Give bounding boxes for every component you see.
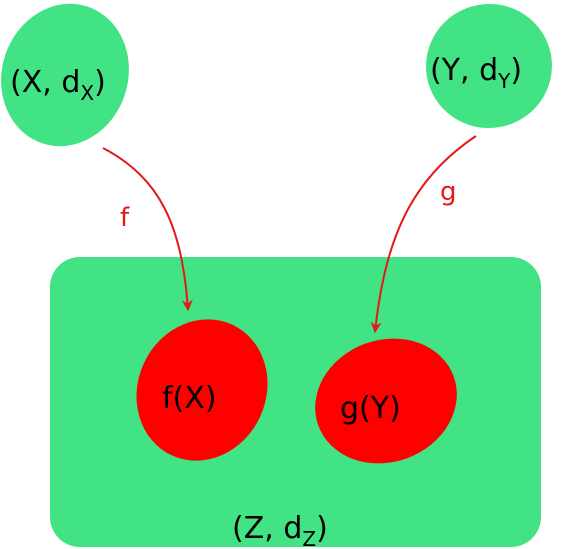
map-g-label: g [440, 177, 457, 207]
space-z-label: (Z, dZ) [232, 511, 328, 549]
space-x-label: (X, dX) [10, 65, 106, 105]
space-y-label: (Y, dY) [430, 53, 522, 93]
image-gy-ellipse [315, 338, 457, 464]
map-f-arrow [102, 147, 193, 312]
space-z-box [50, 257, 541, 547]
image-fx-label: f(X) [162, 381, 217, 416]
image-fx-ellipse [136, 319, 268, 461]
map-g-arrow [370, 135, 477, 334]
space-y-ellipse [426, 3, 552, 129]
image-gy-label: g(Y) [340, 391, 401, 426]
map-f-label: f [120, 203, 130, 233]
space-x-ellipse [1, 3, 129, 147]
